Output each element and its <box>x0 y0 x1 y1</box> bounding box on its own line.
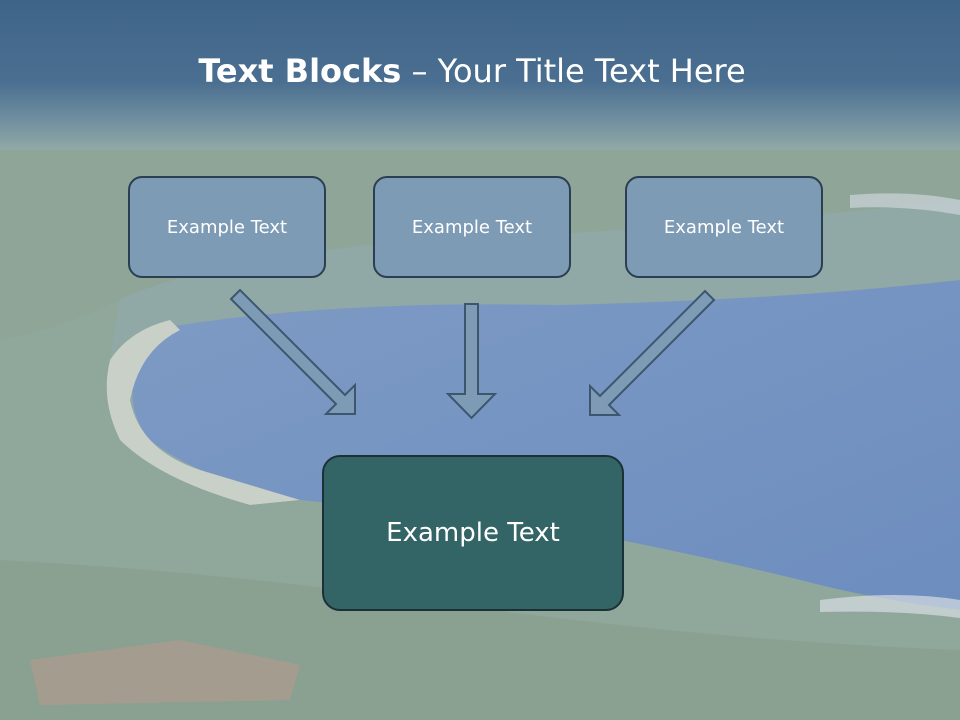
slide-title-rest: – Your Title Text Here <box>401 52 746 90</box>
top-box-middle: Example Text <box>373 176 571 278</box>
top-box-left-text: Example Text <box>166 216 288 238</box>
top-box-right-text: Example Text <box>663 216 785 238</box>
slide-title-bold: Text Blocks <box>198 52 402 90</box>
arrow-right-to-center <box>589 289 716 416</box>
top-box-middle-text: Example Text <box>411 216 533 238</box>
top-box-right: Example Text <box>625 176 823 278</box>
top-box-left: Example Text <box>128 176 326 278</box>
bottom-box: Example Text <box>322 455 624 611</box>
slide-title: Text Blocks – Your Title Text Here <box>0 52 944 90</box>
arrow-middle-to-center <box>445 303 498 420</box>
arrow-left-to-center <box>229 288 356 415</box>
bottom-box-text: Example Text <box>386 518 560 548</box>
title-bar <box>0 0 960 150</box>
